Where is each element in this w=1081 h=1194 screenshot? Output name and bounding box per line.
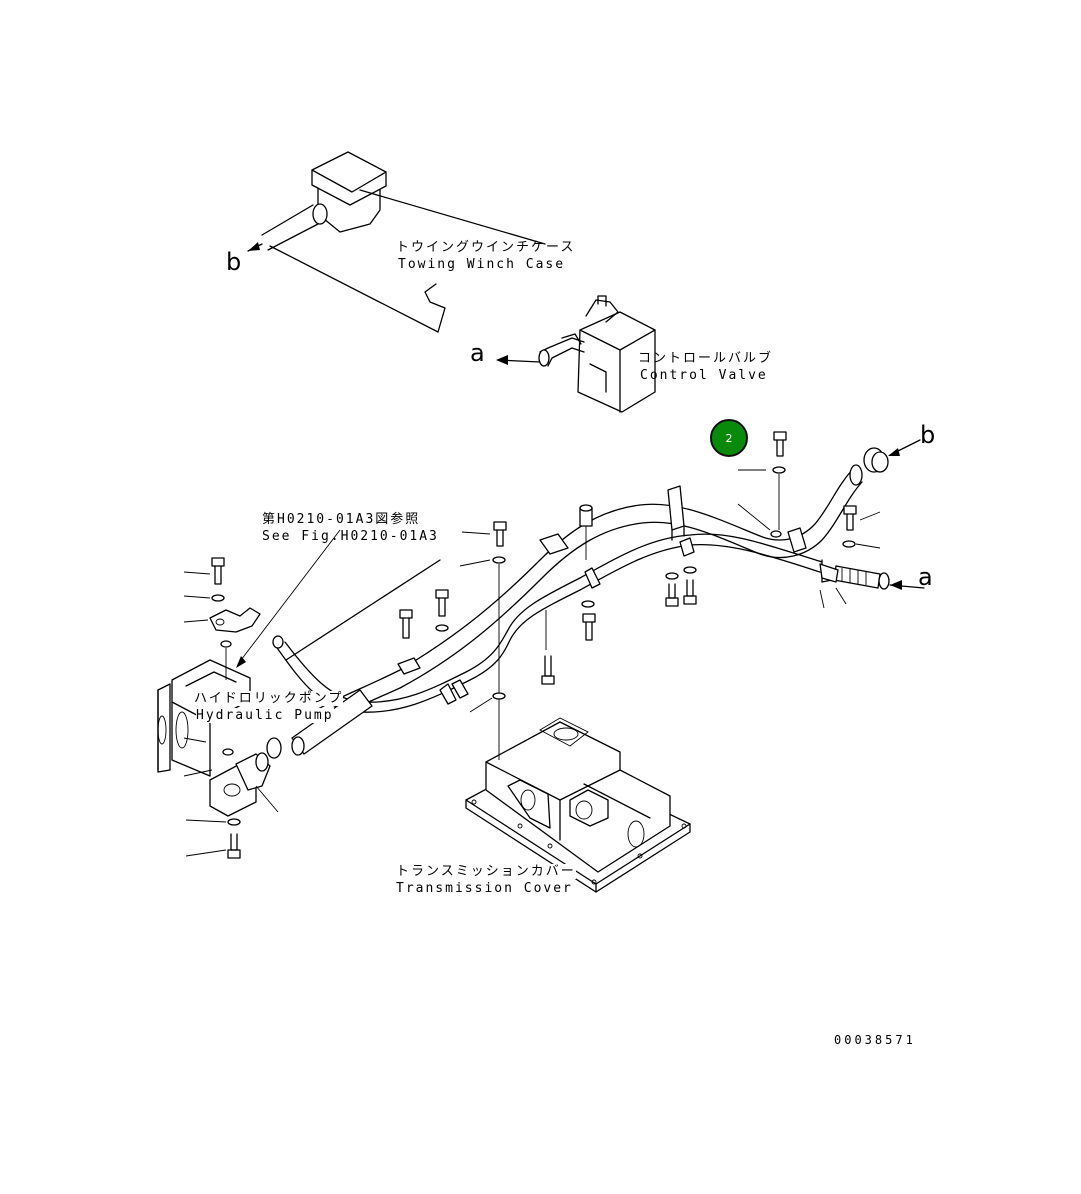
- right-hose: [819, 559, 925, 590]
- connector-b-left: b: [226, 248, 242, 276]
- hydraulic-tube-lower: [272, 533, 823, 713]
- hydraulic-tube-upper: [297, 464, 863, 739]
- transmission-cover-label-en: Transmission Cover: [396, 881, 573, 896]
- drawing-number: 00038571: [834, 1033, 916, 1047]
- transmission-cover: [465, 717, 691, 893]
- control-valve-label-en: Control Valve: [640, 368, 768, 383]
- towing-winch-label-en: Towing Winch Case: [398, 257, 566, 272]
- clamps: [397, 485, 685, 675]
- connector-a-right: a: [918, 563, 933, 591]
- hydraulic-pump-label-jp: ハイドロリックポンプ: [194, 691, 344, 706]
- towing-winch-case: [247, 151, 546, 333]
- control-valve: [496, 295, 656, 413]
- short-hose: [285, 559, 441, 756]
- see-fig-label-en: See Fig.H0210-01A3: [262, 529, 439, 544]
- hydraulic-pump-label-en: Hydraulic Pump: [196, 708, 334, 723]
- control-valve-label-jp: コントロールバルブ: [638, 351, 774, 366]
- hose-clamp: [863, 439, 921, 473]
- fasteners: [183, 431, 881, 859]
- transmission-cover-label-jp: トランスミッションカバー: [396, 864, 576, 879]
- see-fig-label-jp: 第H0210-01A3図参照: [262, 512, 421, 527]
- connector-b-right: b: [920, 421, 936, 449]
- towing-winch-label-jp: トウイングウインチケース: [396, 240, 576, 255]
- connector-a-left: a: [470, 339, 485, 367]
- leader-lines: [236, 529, 341, 668]
- part-callout-marker[interactable]: 2: [710, 419, 748, 457]
